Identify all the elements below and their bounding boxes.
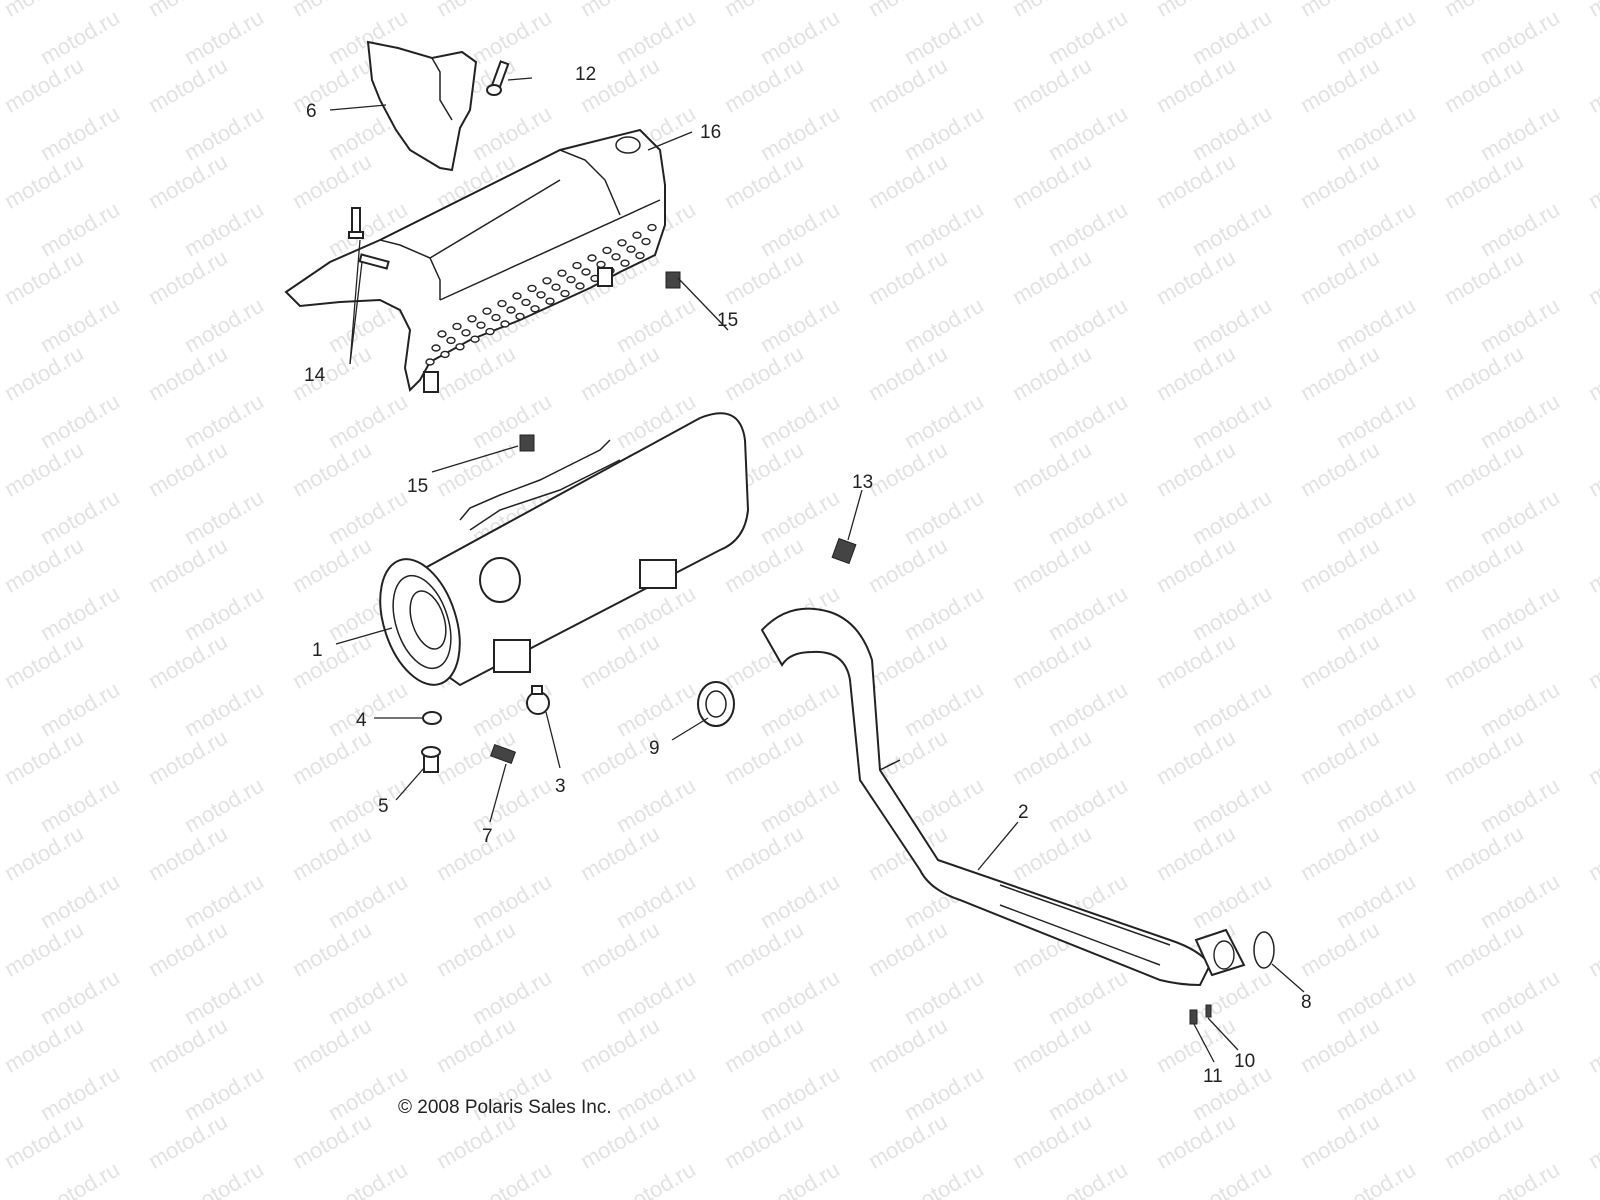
perforation-hole — [470, 335, 480, 343]
perforation-hole — [485, 327, 495, 336]
perforation-hole — [455, 343, 465, 351]
perforation-hole — [536, 291, 546, 299]
gasket-part — [1253, 931, 1275, 969]
callout-11: 11 — [1203, 1066, 1223, 1087]
perforation-hole — [581, 268, 591, 276]
perforation-hole — [521, 298, 531, 307]
perforation-hole — [512, 292, 522, 300]
grommet-upper — [665, 271, 681, 289]
screw-part — [486, 60, 510, 96]
perforation-hole — [431, 344, 441, 352]
perforation-hole — [530, 305, 540, 313]
plug-part — [526, 685, 550, 715]
callout-10: 10 — [1234, 1051, 1255, 1072]
perforation-hole — [575, 282, 585, 290]
perforation-hole — [467, 315, 477, 323]
perforation-hole — [611, 253, 621, 261]
callout-12: 12 — [575, 64, 596, 85]
bolts-part — [348, 207, 390, 270]
callout-16: 16 — [700, 122, 721, 143]
muffler-part — [379, 412, 750, 687]
perforation-hole — [557, 269, 567, 277]
washer-part — [422, 711, 442, 725]
callout-1: 1 — [312, 640, 323, 661]
spring-part — [489, 743, 517, 765]
callout-6: 6 — [306, 101, 317, 122]
perforation-hole — [635, 251, 645, 260]
callout-4: 4 — [356, 710, 367, 731]
perforation-hole — [446, 336, 456, 345]
perforation-hole — [476, 321, 486, 329]
leader-lines — [329, 77, 1305, 1063]
callout-3: 3 — [555, 776, 566, 797]
head-pipe-part — [760, 607, 1246, 987]
perforation-hole — [602, 246, 612, 255]
perforation-hole — [632, 231, 642, 239]
perforation-hole — [641, 237, 651, 246]
perforation-hole — [425, 358, 435, 366]
perforation-hole — [440, 350, 450, 359]
callout-13: 13 — [852, 472, 873, 493]
perforation-hole — [497, 299, 507, 308]
perforation-hole — [572, 261, 582, 270]
perforation-hole — [560, 289, 570, 298]
perforated-heat-shield — [284, 128, 666, 393]
callout-9: 9 — [649, 738, 660, 759]
stud-part — [1205, 1004, 1212, 1018]
perforation-hole — [626, 245, 636, 253]
perforation-hole — [527, 284, 537, 293]
perforation-hole — [587, 254, 597, 262]
grommet-lower — [519, 434, 535, 452]
callout-2: 2 — [1018, 802, 1029, 823]
seal-ring-part — [697, 681, 735, 727]
callout-15-upper: 15 — [717, 310, 738, 331]
perforation-hole — [461, 329, 471, 337]
callout-8: 8 — [1301, 992, 1312, 1013]
perforation-hole — [491, 313, 501, 322]
perforation-hole — [506, 306, 516, 314]
perforation-hole — [566, 275, 576, 284]
perforation-hole — [551, 283, 561, 291]
perforation-hole — [500, 320, 510, 328]
heat-shield-bracket — [366, 40, 478, 172]
perforation-hole — [620, 259, 630, 267]
perforation-hole — [617, 239, 627, 247]
perforation-hole — [596, 260, 606, 269]
perforation-hole — [647, 223, 657, 232]
perforation-hole — [482, 307, 492, 315]
spring-small-part — [831, 537, 857, 565]
perforation-hole — [545, 297, 555, 305]
callout-14: 14 — [304, 365, 326, 386]
perforation-hole — [515, 312, 525, 321]
callout-5: 5 — [378, 796, 389, 817]
callouts: 1 2 3 4 5 6 7 8 9 10 11 12 13 14 15 15 1… — [304, 64, 1312, 1087]
nut-part — [1189, 1009, 1198, 1025]
drain-plug-part — [421, 746, 441, 773]
perforation-hole — [542, 277, 552, 285]
perforation-hole — [437, 330, 447, 338]
perforation-hole — [452, 322, 462, 331]
callout-7: 7 — [482, 826, 493, 847]
callout-15-lower: 15 — [407, 476, 428, 497]
copyright-notice: © 2008 Polaris Sales Inc. — [398, 1097, 612, 1118]
